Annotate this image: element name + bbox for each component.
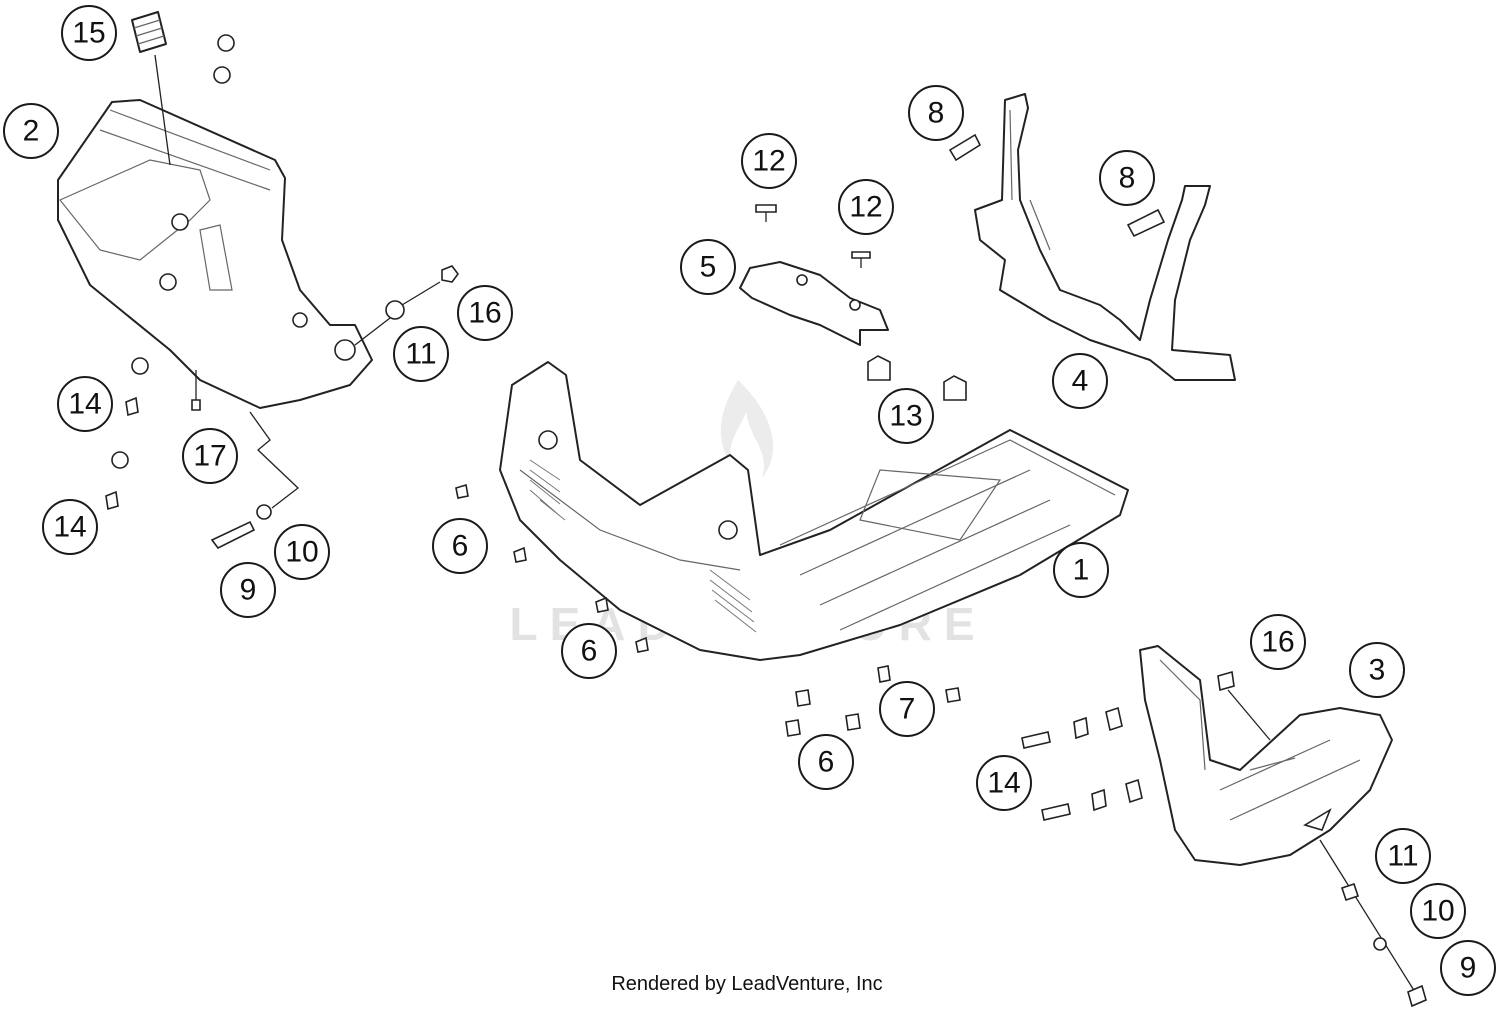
skid-plate <box>499 361 1129 661</box>
svg-text:12: 12 <box>849 191 882 224</box>
svg-text:1: 1 <box>1073 554 1090 587</box>
callout-8-right: 8 <box>1099 150 1155 206</box>
svg-text:6: 6 <box>452 530 469 563</box>
callout-9-right: 9 <box>1440 940 1496 996</box>
callout-2: 2 <box>3 103 59 159</box>
callout-14-bottom-left: 14 <box>42 499 98 555</box>
render-credit: Rendered by LeadVenture, Inc <box>611 973 882 995</box>
callout-1: 1 <box>1053 542 1109 598</box>
right-guard-hardware <box>1319 839 1427 1008</box>
svg-text:12: 12 <box>752 145 785 178</box>
callout-6-top: 6 <box>432 518 488 574</box>
callout-11-right: 11 <box>1375 828 1431 884</box>
svg-text:8: 8 <box>928 97 945 130</box>
svg-text:4: 4 <box>1072 365 1089 398</box>
rubber-plug <box>131 11 171 166</box>
callout-14-top-left: 14 <box>57 376 113 432</box>
callout-10-left: 10 <box>274 524 330 580</box>
center-bolts <box>455 483 961 737</box>
right-side-guard <box>1139 645 1393 866</box>
callout-6-middle: 6 <box>561 623 617 679</box>
callout-4: 4 <box>1052 353 1108 409</box>
svg-text:14: 14 <box>987 767 1020 800</box>
svg-text:17: 17 <box>193 440 226 473</box>
callout-10-right: 10 <box>1410 883 1466 939</box>
svg-text:15: 15 <box>72 17 105 50</box>
callout-16-right: 16 <box>1250 614 1306 670</box>
callout-7: 7 <box>879 681 935 737</box>
callout-17: 17 <box>182 428 238 484</box>
svg-text:8: 8 <box>1119 162 1136 195</box>
callout-12-left: 12 <box>741 133 797 189</box>
callout-16-left: 16 <box>457 285 513 341</box>
svg-text:6: 6 <box>818 746 835 779</box>
svg-text:9: 9 <box>240 574 257 607</box>
svg-text:2: 2 <box>23 115 40 148</box>
svg-text:13: 13 <box>889 400 922 433</box>
svg-text:11: 11 <box>405 338 436 371</box>
callout-5: 5 <box>680 239 736 295</box>
callout-3: 3 <box>1349 642 1405 698</box>
svg-text:16: 16 <box>468 297 501 330</box>
svg-text:11: 11 <box>1387 840 1418 873</box>
rubber-mounts <box>867 355 967 401</box>
svg-text:6: 6 <box>581 635 598 668</box>
bracket <box>739 261 889 346</box>
bracket-bolts <box>755 204 871 268</box>
svg-text:14: 14 <box>53 511 86 544</box>
callout-14-right: 14 <box>976 755 1032 811</box>
svg-text:7: 7 <box>899 693 916 726</box>
left-side-guard <box>57 99 373 409</box>
svg-text:10: 10 <box>285 536 318 569</box>
callouts: 15 2 16 11 14 17 14 10 9 12 12 <box>3 5 1496 996</box>
callout-12-right: 12 <box>838 179 894 235</box>
left-screws <box>105 357 299 550</box>
svg-text:14: 14 <box>68 388 101 421</box>
callout-6-bottom: 6 <box>798 734 854 790</box>
svg-text:9: 9 <box>1460 952 1477 985</box>
frame-bracket <box>948 93 1236 381</box>
callout-13: 13 <box>878 388 934 444</box>
svg-text:16: 16 <box>1261 626 1294 659</box>
left-guard-hardware <box>354 265 459 346</box>
svg-text:5: 5 <box>700 251 717 284</box>
right-guard-screws <box>1021 706 1143 821</box>
callout-11-left: 11 <box>393 326 449 382</box>
svg-text:3: 3 <box>1369 654 1386 687</box>
callout-8-top: 8 <box>908 85 964 141</box>
nuts-top <box>213 34 235 84</box>
callout-9-left: 9 <box>220 562 276 618</box>
svg-text:10: 10 <box>1421 895 1454 928</box>
callout-15: 15 <box>61 5 117 61</box>
